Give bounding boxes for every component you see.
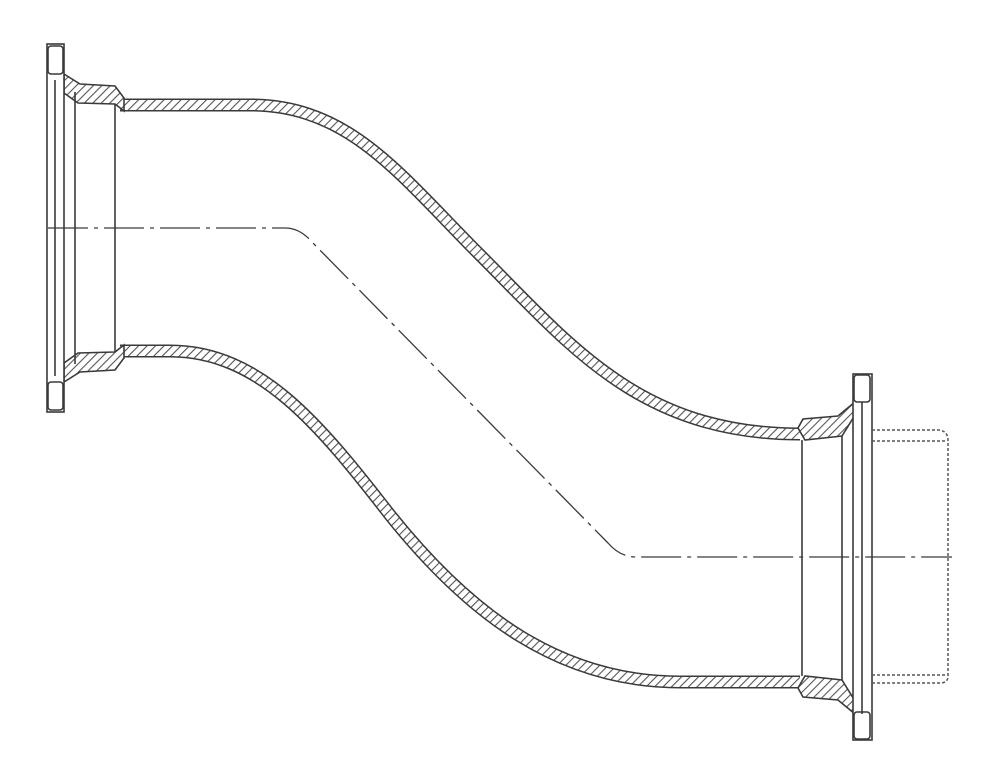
right-bell-socket — [797, 373, 873, 741]
right-flange-top-lug — [853, 374, 871, 403]
pipe-wall-bottom — [120, 344, 800, 689]
left-flange-bottom-lug — [47, 381, 64, 411]
mating-spigot-outline — [872, 429, 949, 684]
left-flange-top-lug — [47, 45, 64, 75]
right-flange-bottom-lug — [853, 711, 871, 740]
centerline — [48, 227, 952, 558]
pipe-wall-top — [120, 98, 801, 441]
